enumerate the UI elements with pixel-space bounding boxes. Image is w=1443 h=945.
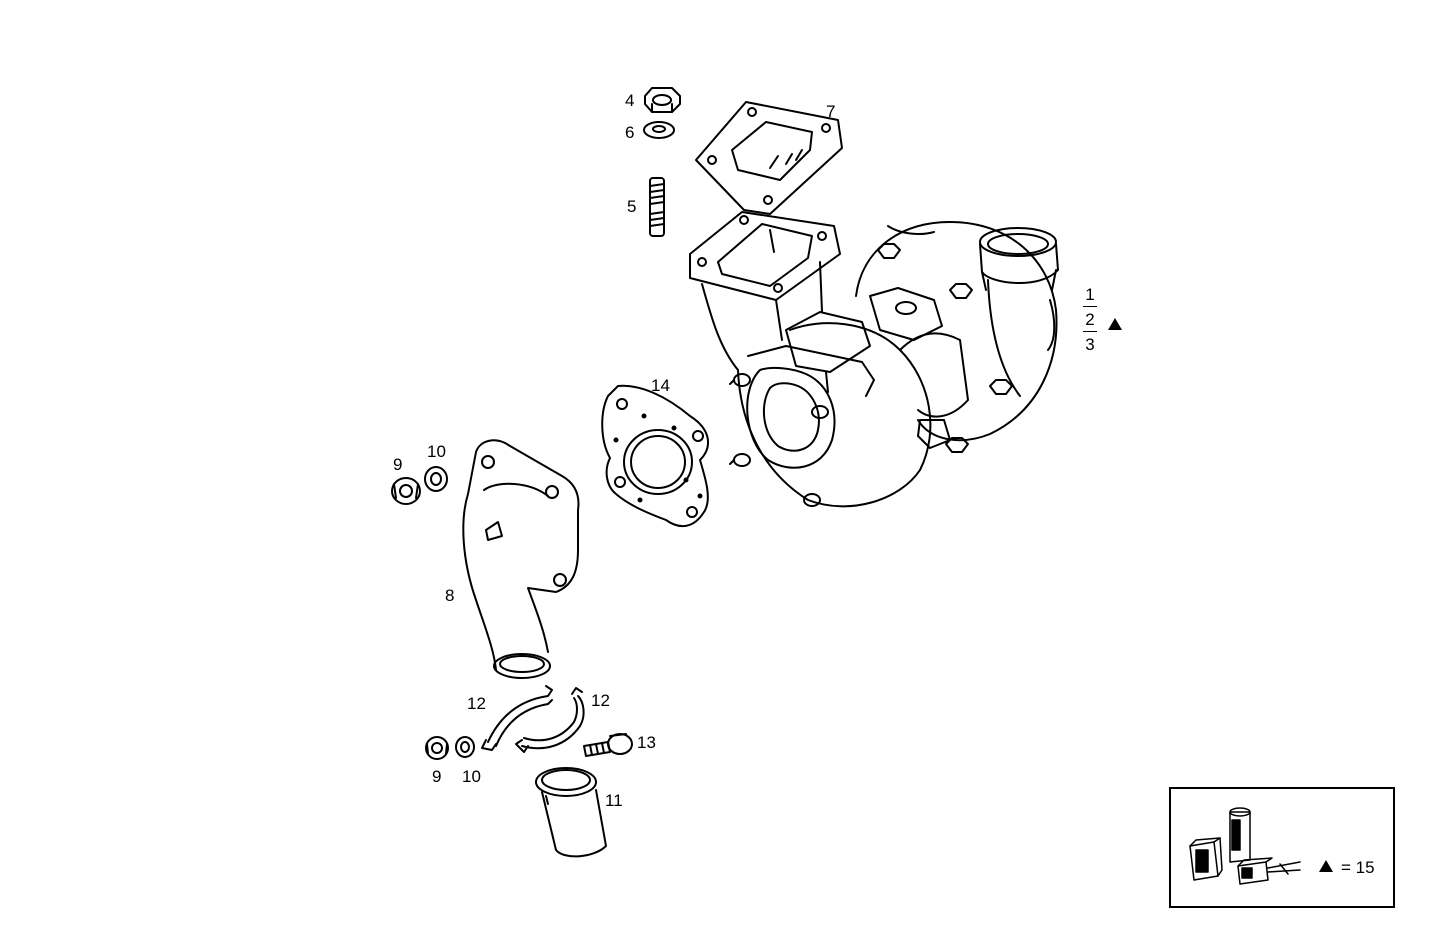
washer-part-10-upper [424, 466, 448, 492]
part-label-2: 2 [1085, 310, 1095, 329]
part-label-6: 6 [625, 123, 635, 142]
turbocharger-housing-part-1 [689, 211, 1059, 508]
part-label-9-upper: 9 [393, 455, 403, 474]
part-label-11: 11 [605, 791, 623, 810]
sealant-kit-icon [1189, 807, 1301, 885]
nut-part-9-lower [425, 736, 449, 760]
part-label-14: 14 [651, 376, 670, 395]
clamp-part-12 [481, 685, 585, 753]
part-label-1: 1 [1085, 285, 1095, 304]
part-label-7: 7 [826, 102, 836, 121]
part-label-12-left: 12 [467, 694, 486, 713]
nut-part-9-upper [391, 477, 421, 505]
part-label-9-lower: 9 [432, 767, 442, 786]
part-label-12-right: 12 [591, 691, 610, 710]
kit-legend-box [1169, 787, 1395, 908]
nut-part-4 [644, 87, 681, 113]
part-label-3: 3 [1085, 335, 1095, 354]
elbow-part-8 [462, 439, 580, 679]
triangle-marker-icon [1319, 860, 1333, 872]
triangle-marker-icon [1108, 318, 1122, 330]
gasket-part-7 [695, 101, 843, 215]
part-label-stack-1-2-3: 1 2 3 [1083, 286, 1097, 353]
part-label-8: 8 [445, 586, 455, 605]
kit-legend-text: = 15 [1341, 858, 1375, 877]
washer-part-10-lower [455, 736, 475, 758]
bolt-part-13 [583, 733, 633, 757]
part-label-10-lower: 10 [462, 767, 481, 786]
part-label-13: 13 [637, 733, 656, 752]
label-divider [1083, 331, 1097, 332]
washer-part-6 [643, 121, 675, 139]
part-label-4: 4 [625, 91, 635, 110]
part-label-5: 5 [627, 197, 637, 216]
stud-part-5 [649, 177, 665, 237]
gasket-part-14 [601, 384, 709, 528]
sleeve-part-11 [535, 767, 607, 858]
part-label-10-upper: 10 [427, 442, 446, 461]
label-divider [1083, 306, 1097, 307]
